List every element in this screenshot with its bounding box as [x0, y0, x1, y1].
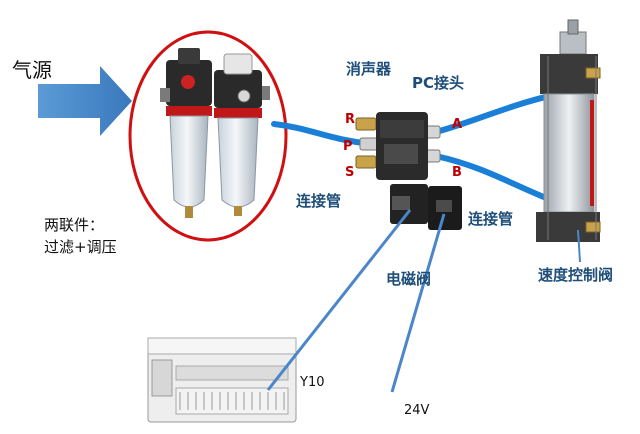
supply-voltage-label: 24V [404, 403, 430, 418]
signal-lines [266, 209, 581, 393]
connector-pipe-left-label: 连接管 [296, 192, 342, 210]
pc-fitting-label: PC接头 [412, 74, 465, 92]
port-p-label: P [343, 139, 353, 154]
plc-output-label: Y10 [300, 375, 325, 390]
port-b-label: B [452, 165, 462, 180]
frl-unit-label-line2: 过滤+调压 [44, 238, 117, 256]
port-s-label: S [345, 165, 355, 180]
air-cylinder-image [536, 19, 601, 242]
port-a-label: A [452, 117, 463, 132]
muffler-label: 消声器 [346, 60, 392, 78]
frl-unit-image [160, 48, 270, 218]
frl-highlight-ellipse [128, 30, 288, 242]
solenoid-valve-label: 电磁阀 [386, 270, 432, 288]
connector-pipe-right-label: 连接管 [468, 210, 514, 228]
speed-control-valve-label: 速度控制阀 [538, 266, 614, 284]
plc-controller-image [147, 337, 297, 423]
port-r-label: R [345, 112, 356, 127]
air-source-label: 气源 [12, 58, 52, 82]
frl-unit-label-line1: 两联件： [44, 216, 105, 234]
air-source-arrow [38, 66, 132, 136]
solenoid-valve-image [376, 112, 462, 230]
